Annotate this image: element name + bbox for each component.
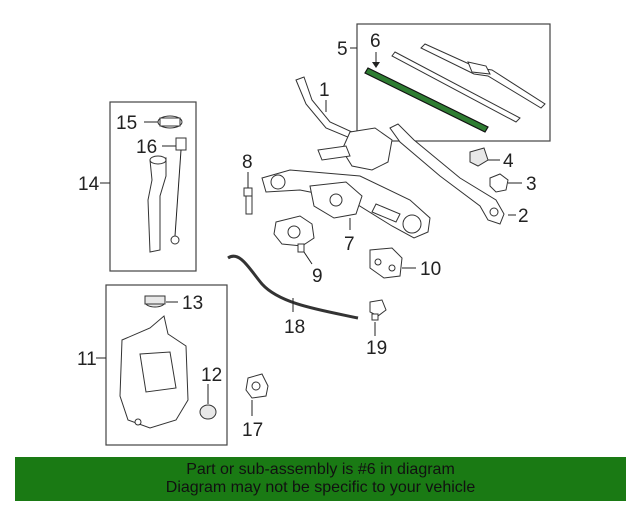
callout-12[interactable]: 12 — [201, 365, 222, 386]
wiper-blades — [391, 43, 546, 123]
level-gauge — [170, 137, 187, 245]
washer-tank — [119, 315, 189, 429]
callout-1[interactable]: 1 — [319, 80, 330, 101]
banner-line-disclaimer: Diagram may not be specific to your vehi… — [165, 479, 476, 496]
callout-14[interactable]: 14 — [78, 174, 100, 195]
pivot-nut — [489, 173, 509, 193]
pivot-cap — [469, 147, 489, 167]
filler-neck-group-box — [109, 101, 197, 272]
part-info-banner: Part or sub-assembly is #6 in diagram Di… — [15, 457, 626, 501]
wiper-motor — [273, 215, 315, 253]
tank-grommet — [144, 295, 166, 308]
callout-7[interactable]: 7 — [344, 234, 355, 255]
callout-9[interactable]: 9 — [312, 266, 323, 287]
callout-11[interactable]: 11 — [77, 349, 97, 370]
callout-6[interactable]: 6 — [370, 31, 381, 52]
wiper-blade-group-box — [356, 23, 551, 142]
callout-5[interactable]: 5 — [337, 39, 348, 60]
callout-19[interactable]: 19 — [366, 338, 387, 359]
filler-cap — [157, 115, 183, 129]
blade-refill-highlight[interactable] — [364, 67, 489, 133]
linkage-bolt — [243, 187, 253, 215]
wiper-arm-right — [389, 123, 505, 225]
callout-18[interactable]: 18 — [284, 317, 305, 338]
wiper-linkage — [261, 169, 431, 239]
banner-line-part: Part or sub-assembly is #6 in diagram — [186, 461, 455, 478]
filler-neck — [147, 155, 167, 253]
motor-bracket — [369, 247, 403, 279]
callout-4[interactable]: 4 — [503, 151, 514, 172]
wiper-arm-left — [295, 76, 393, 171]
washer-tank-group-box — [105, 284, 228, 446]
callout-8[interactable]: 8 — [242, 152, 253, 173]
pump-grommet — [199, 404, 217, 420]
washer-motor — [245, 373, 269, 399]
callout-3[interactable]: 3 — [526, 174, 537, 195]
callout-16[interactable]: 16 — [136, 137, 157, 158]
callout-2[interactable]: 2 — [518, 206, 529, 227]
callout-15[interactable]: 15 — [116, 113, 137, 134]
callout-13[interactable]: 13 — [182, 293, 203, 314]
leader-lines — [96, 47, 522, 416]
callout-17[interactable]: 17 — [242, 420, 263, 441]
callout-10[interactable]: 10 — [420, 259, 441, 280]
hose-connector — [369, 299, 387, 321]
washer-hose — [227, 254, 359, 320]
